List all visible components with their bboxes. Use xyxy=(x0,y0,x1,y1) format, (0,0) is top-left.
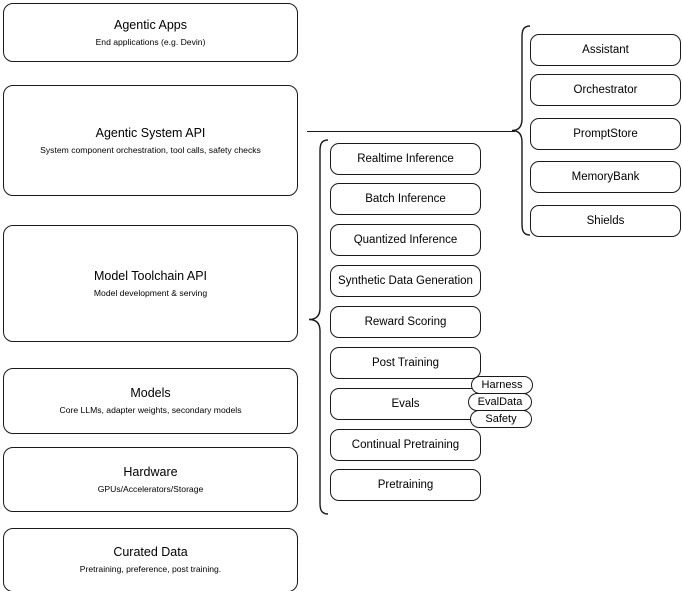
component-evals[interactable]: Evals xyxy=(330,388,481,420)
layer-models[interactable]: Models Core LLMs, adapter weights, secon… xyxy=(3,368,298,434)
evals-subcomponent-label: EvalData xyxy=(477,396,523,408)
component-reward-scoring[interactable]: Reward Scoring xyxy=(330,306,481,338)
layer-model-toolchain-api[interactable]: Model Toolchain API Model development & … xyxy=(3,225,298,342)
layer-title: Curated Data xyxy=(113,545,188,559)
component-label: Realtime Inference xyxy=(357,153,454,165)
component-label: Quantized Inference xyxy=(353,234,458,246)
component-synthetic-data-generation[interactable]: Synthetic Data Generation xyxy=(330,265,481,297)
component-label: MemoryBank xyxy=(571,171,640,183)
evals-subcomponent-label: Harness xyxy=(481,379,523,391)
brace-agentic-system-components xyxy=(511,25,531,236)
component-promptstore[interactable]: PromptStore xyxy=(530,118,681,150)
component-continual-pretraining[interactable]: Continual Pretraining xyxy=(330,429,481,461)
component-shields[interactable]: Shields xyxy=(530,205,681,237)
layer-title: Hardware xyxy=(123,464,178,479)
component-label: Continual Pretraining xyxy=(351,439,460,451)
component-orchestrator[interactable]: Orchestrator xyxy=(530,74,681,106)
component-assistant[interactable]: Assistant xyxy=(530,34,681,66)
component-label: Pretraining xyxy=(377,479,434,491)
component-label: Reward Scoring xyxy=(364,316,447,328)
layer-hardware[interactable]: Hardware GPUs/Accelerators/Storage xyxy=(3,447,298,512)
component-label: Post Training xyxy=(371,357,440,369)
component-label: Shields xyxy=(586,215,625,227)
layer-subtitle: GPUs/Accelerators/Storage xyxy=(97,483,204,494)
component-label: Synthetic Data Generation xyxy=(338,275,473,287)
component-quantized-inference[interactable]: Quantized Inference xyxy=(330,224,481,256)
component-label: PromptStore xyxy=(573,128,638,140)
layer-subtitle: Model development & serving xyxy=(93,287,208,298)
evals-subcomponent-label: Safety xyxy=(485,413,517,425)
brace-model-toolchain-components xyxy=(308,139,329,515)
layer-curated-data[interactable]: Curated Data Pretraining, preference, po… xyxy=(3,528,298,591)
evals-subcomponent-harness[interactable]: Harness xyxy=(471,376,533,394)
layer-agentic-apps[interactable]: Agentic Apps End applications (e.g. Devi… xyxy=(3,3,298,62)
component-label: Evals xyxy=(391,398,420,410)
layer-subtitle: End applications (e.g. Devin) xyxy=(95,36,206,47)
component-realtime-inference[interactable]: Realtime Inference xyxy=(330,143,481,175)
layer-subtitle: System component orchestration, tool cal… xyxy=(40,144,261,155)
evals-subcomponent-safety[interactable]: Safety xyxy=(470,410,532,428)
component-pretraining[interactable]: Pretraining xyxy=(330,469,481,501)
connector-agentic-system-to-components xyxy=(307,130,515,132)
layer-title: Model Toolchain API xyxy=(93,268,208,283)
component-label: Batch Inference xyxy=(365,193,446,205)
layer-agentic-system-api[interactable]: Agentic System API System component orch… xyxy=(3,85,298,196)
component-memorybank[interactable]: MemoryBank xyxy=(530,161,681,193)
layer-title: Models xyxy=(130,386,171,400)
layer-title: Agentic Apps xyxy=(114,17,187,32)
component-label: Assistant xyxy=(582,44,629,56)
layer-subtitle: Pretraining, preference, post training. xyxy=(79,564,222,574)
layer-title: Agentic System API xyxy=(95,125,206,140)
component-label: Orchestrator xyxy=(573,84,638,96)
layer-subtitle: Core LLMs, adapter weights, secondary mo… xyxy=(59,405,242,415)
component-batch-inference[interactable]: Batch Inference xyxy=(330,183,481,215)
component-post-training[interactable]: Post Training xyxy=(330,347,481,379)
evals-subcomponent-evaldata[interactable]: EvalData xyxy=(468,393,532,411)
